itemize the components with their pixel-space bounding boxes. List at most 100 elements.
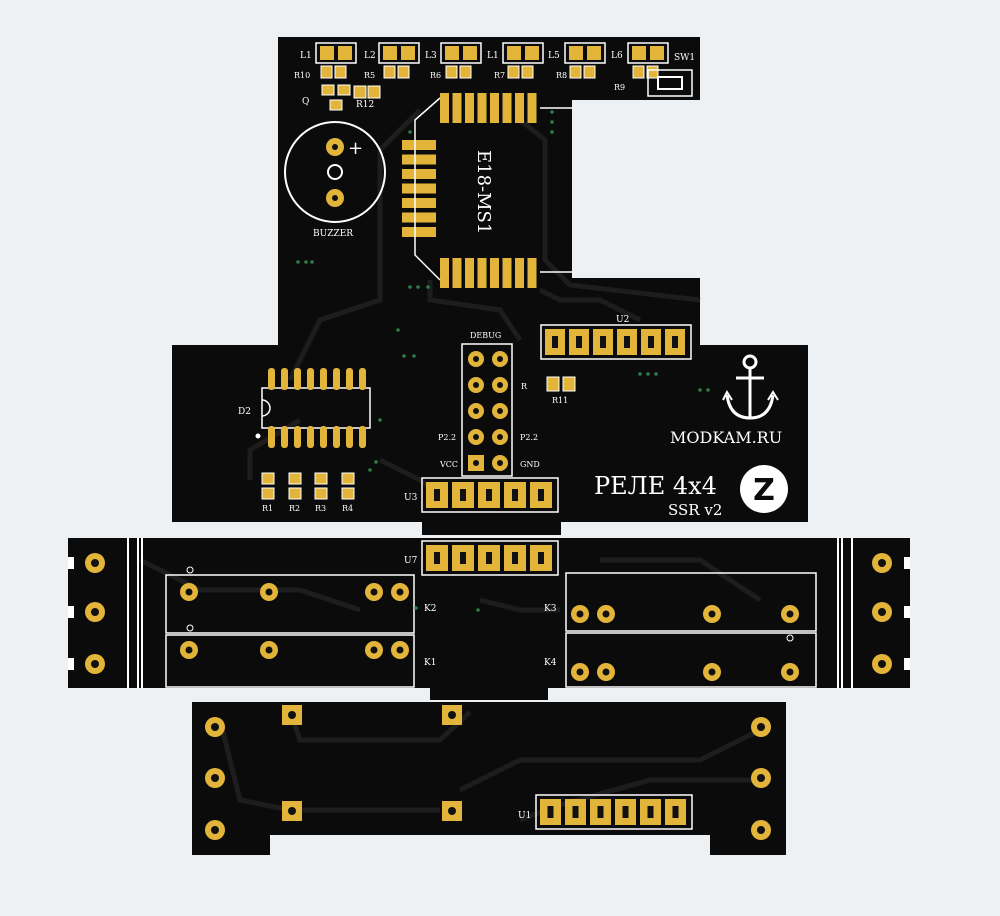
header-hole [460, 489, 466, 501]
header-hole [597, 806, 604, 818]
debug-hole [473, 382, 479, 388]
resistor-pad [569, 65, 582, 79]
header-u1 [535, 794, 693, 830]
led-pad [463, 46, 477, 60]
relay-side-terminals [68, 553, 910, 674]
label-r7: R7 [494, 71, 505, 80]
resistor-pad [646, 65, 659, 79]
module-pad [402, 140, 436, 150]
label-d2: D2 [238, 407, 251, 417]
header-hole [672, 336, 678, 348]
module-pad [527, 258, 537, 288]
header-hole [624, 336, 630, 348]
relay-outlines [165, 572, 817, 688]
debug-header [468, 351, 508, 471]
led-pad [320, 46, 334, 60]
relay-hole [396, 588, 404, 596]
terminal-hole [878, 608, 886, 616]
label-r6: R6 [430, 71, 441, 80]
header-hole [460, 552, 466, 564]
header-hole [600, 336, 606, 348]
led-outline [378, 42, 420, 64]
module-pad [515, 93, 524, 123]
header-u7 [421, 540, 559, 576]
resistor-pad [632, 65, 645, 79]
label-k4: K4 [544, 658, 557, 668]
header-hole [434, 552, 440, 564]
header-hole [576, 336, 582, 348]
resistor-pad [341, 472, 355, 485]
led-outline [315, 42, 357, 64]
ic-pin [359, 368, 366, 390]
module-pad [465, 258, 474, 288]
copper-traces [138, 108, 762, 823]
resistor-pad [445, 65, 458, 79]
header-outline [535, 794, 693, 830]
header-hole [647, 806, 654, 818]
resistor-pad [334, 65, 347, 79]
header-hole [552, 336, 558, 348]
power-square-hole [448, 807, 456, 815]
module-pad [402, 212, 436, 223]
terminal-notch [68, 606, 74, 618]
relay-hole [786, 668, 794, 676]
relay-hole [602, 610, 610, 618]
relay-mark [186, 566, 194, 574]
relay-hole [185, 588, 193, 596]
header-hole [434, 489, 440, 501]
label-debug: DEBUG [470, 331, 501, 340]
relay-pads [180, 566, 799, 681]
led-pad [338, 46, 352, 60]
relay-hole [396, 646, 404, 654]
terminal-notch [904, 557, 910, 569]
via [638, 372, 642, 376]
label-r12: R12 [356, 100, 374, 110]
via [646, 372, 650, 376]
via [698, 388, 702, 392]
debug-hole [473, 356, 479, 362]
header-outline [421, 477, 559, 513]
power-terminal-hole [211, 826, 219, 834]
resistor-pad [583, 65, 596, 79]
label-l1: L1 [300, 51, 312, 61]
via [426, 285, 430, 289]
module-pad [490, 93, 499, 123]
header-hole [572, 806, 579, 818]
debug-hole [497, 382, 503, 388]
led-pad [445, 46, 459, 60]
module-pad [452, 93, 462, 123]
label-u3: U3 [404, 493, 418, 503]
resistor-pad [320, 65, 333, 79]
label-r3: R3 [315, 504, 326, 513]
switch-sw1-outline [647, 69, 693, 97]
module-pad [402, 227, 436, 237]
module-pad [502, 258, 512, 288]
transistor-q [321, 84, 381, 111]
label-l3: L3 [425, 51, 437, 61]
label-sw1: SW1 [674, 53, 695, 63]
ic-d2 [255, 368, 371, 448]
module-pad [465, 93, 474, 123]
debug-hole [497, 408, 503, 414]
label-r: R [521, 382, 528, 391]
buzzer-label: BUZZER [313, 229, 353, 239]
via [476, 608, 480, 612]
header-hole [648, 336, 654, 348]
label-u7: U7 [404, 556, 418, 566]
ic-pin [307, 426, 314, 448]
led-outline [564, 42, 606, 64]
debug-hole [497, 434, 503, 440]
z-logo: Z [740, 465, 788, 513]
board-version: SSR v2 [668, 501, 722, 519]
via [408, 130, 412, 134]
label-l1b: L1 [487, 51, 499, 61]
label-p22-right: P2.2 [520, 433, 538, 442]
label-r9: R9 [614, 83, 625, 92]
via [550, 110, 554, 114]
label-p22-left: P2.2 [438, 433, 456, 442]
terminal-hole [91, 608, 99, 616]
via [414, 606, 418, 610]
label-k2: K2 [424, 604, 436, 614]
label-r2: R2 [289, 504, 300, 513]
module-pad [452, 258, 462, 288]
